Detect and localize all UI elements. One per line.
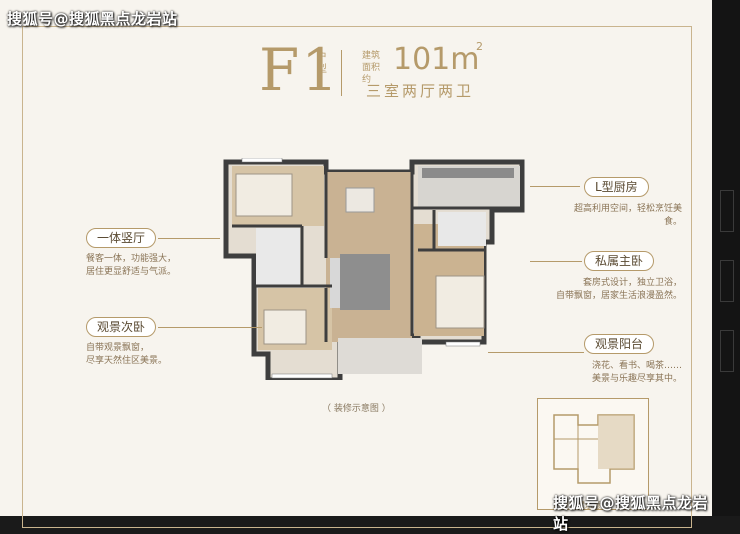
kitchen-title: L型厨房 <box>584 177 649 197</box>
kitchen-leader <box>530 186 580 187</box>
kitchen-desc: 超高利用空间，轻松烹饪美食。 <box>573 204 682 227</box>
minimap-label: 户型位置示意 <box>553 501 601 510</box>
unit-code: F1 <box>259 36 341 104</box>
bedroom2-leader <box>158 327 262 328</box>
watermark-bottom: 搜狐号@搜狐黑点龙岩站 <box>553 494 709 533</box>
window-decor <box>720 190 734 232</box>
master-leader <box>530 261 582 262</box>
area-unit-sup: 2 <box>476 40 483 53</box>
floorplan-page: F1 户型 建筑面积约 101m 2 三室两厅两卫 <box>0 0 712 533</box>
balcony-leader <box>488 352 584 353</box>
watermark-top: 搜狐号@搜狐黑点龙岩站 <box>7 10 178 28</box>
background-edge <box>712 0 740 516</box>
master-desc: 套房式设计，独立卫浴， 自带飘窗，居家生活浪漫盈然。 <box>555 278 682 301</box>
title-divider <box>341 50 342 96</box>
minimap-drawing <box>553 414 635 484</box>
hall-desc: 餐客一体，功能强大， 居住更显舒适与气派。 <box>86 254 177 277</box>
hall-title: 一体竖厅 <box>86 228 157 248</box>
balcony-desc: 浇花、看书、喝茶…… 美景与乐趣尽享其中。 <box>591 361 682 384</box>
location-minimap <box>537 398 649 510</box>
window-decor <box>720 260 734 302</box>
master-title: 私属主卧 <box>584 251 655 271</box>
unit-code-suffix: 户型 <box>317 52 327 75</box>
area-value: 101m <box>393 42 480 77</box>
bedroom2-desc: 自带观景飘窗， 尽享天然住区美景。 <box>86 343 168 366</box>
decoration-note: （ 装修示意图 ） <box>322 404 391 414</box>
window-decor <box>720 330 734 372</box>
balcony-title: 观景阳台 <box>584 334 655 354</box>
bedroom2-title: 观景次卧 <box>86 317 157 337</box>
area-label: 建筑面积约 <box>362 51 381 85</box>
hall-leader <box>158 238 220 239</box>
floorplan-drawing <box>223 158 525 380</box>
layout-text: 三室两厅两卫 <box>366 82 475 100</box>
